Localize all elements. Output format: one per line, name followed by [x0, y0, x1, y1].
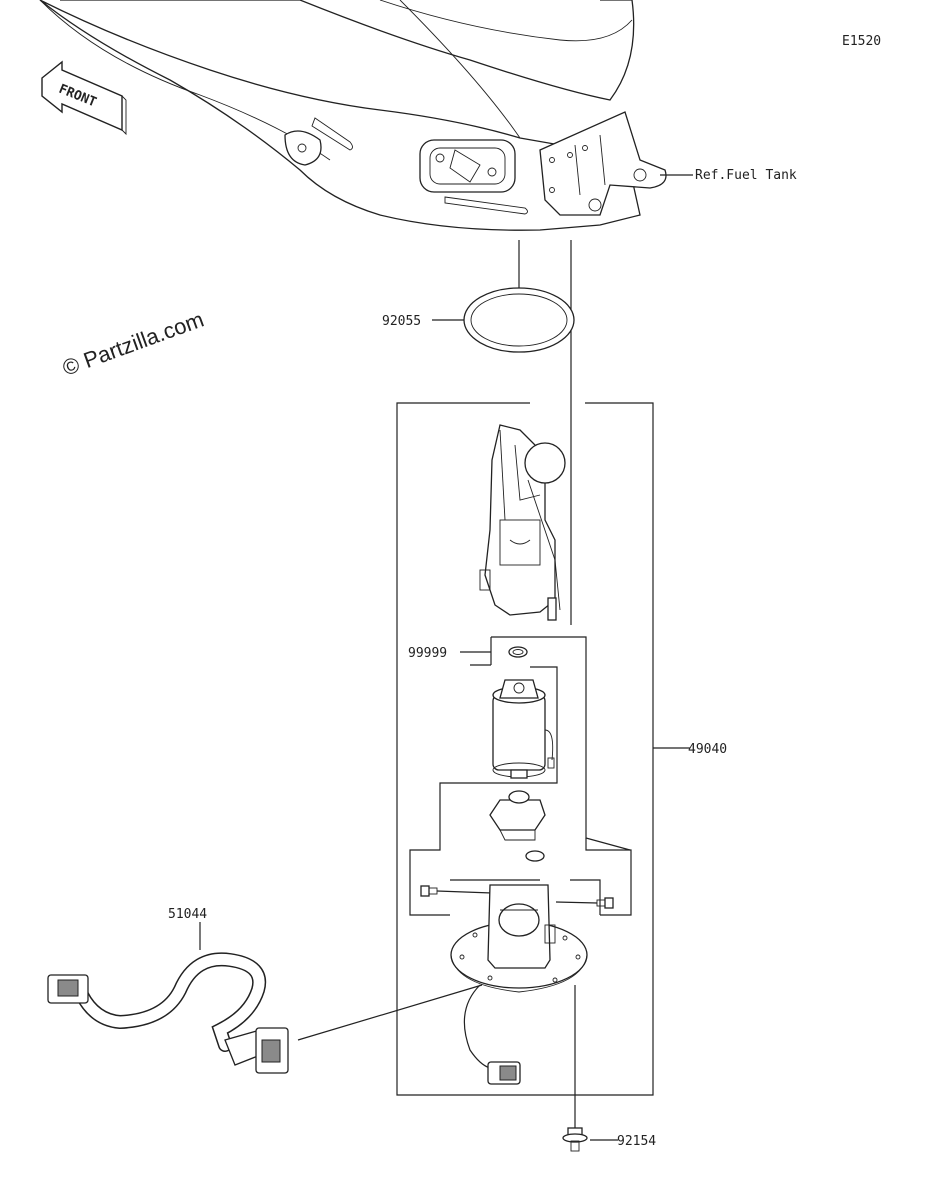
pump-bracket — [479, 424, 566, 621]
part-label-92154: 92154 — [617, 1134, 656, 1149]
front-arrow-icon: FRONT — [41, 60, 127, 136]
diagram-code: E1520 — [842, 34, 881, 49]
o-ring — [463, 287, 575, 353]
bolt-92154 — [562, 1127, 588, 1152]
fuel-tank — [39, 0, 667, 231]
part-label-99999: 99999 — [408, 646, 447, 661]
part-label-92055: 92055 — [382, 314, 421, 329]
pump-connector — [463, 984, 521, 1085]
pump-base-plate — [450, 884, 588, 993]
small-bolt-left — [420, 885, 438, 897]
part-label-51044: 51044 — [168, 907, 207, 922]
wire-harness — [47, 952, 289, 1074]
part-label-49040: 49040 — [688, 742, 727, 757]
fuel-filter — [489, 790, 546, 841]
ref-fuel-tank-label: Ref.Fuel Tank — [695, 168, 797, 183]
fuel-pump-motor — [492, 679, 555, 779]
watermark: © Partzilla.com — [59, 307, 207, 381]
